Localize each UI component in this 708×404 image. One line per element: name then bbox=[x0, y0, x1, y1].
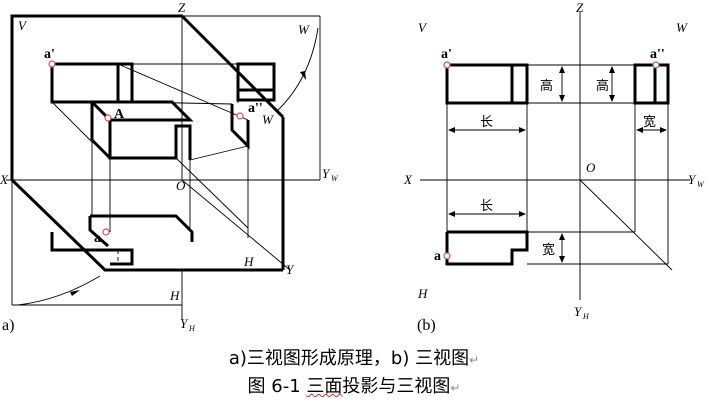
top-view-a bbox=[50, 232, 134, 266]
dim-text-width-1: 宽 bbox=[643, 114, 656, 130]
plane-v-right-edge bbox=[180, 14, 285, 119]
label-a-top-a: a bbox=[94, 231, 101, 246]
return-mark-2: ↵ bbox=[450, 381, 461, 395]
top-view-a-2 bbox=[90, 214, 194, 242]
point-a-cap-a bbox=[104, 114, 112, 122]
point-a-front-b bbox=[443, 61, 451, 69]
label-a-top-b: a bbox=[434, 249, 441, 264]
label-z-a: Z bbox=[178, 0, 186, 15]
label-v-a: V bbox=[18, 18, 28, 33]
object-3d-right bbox=[230, 104, 250, 150]
point-a-side-a bbox=[236, 112, 244, 120]
label-w-top-a: W bbox=[298, 22, 310, 37]
label-h-b: H bbox=[417, 286, 428, 301]
rotation-arc-w bbox=[275, 27, 319, 113]
point-a-front-a bbox=[48, 60, 56, 68]
label-a-cap-a: A bbox=[114, 107, 125, 122]
projector-10 bbox=[175, 157, 249, 229]
diagram-b: 高 高 长 长 宽 宽 Z V W X O H Y W Y H a' a'' a… bbox=[403, 0, 705, 334]
caption-text-2-post: 投影与三视图 bbox=[342, 376, 451, 397]
caption-text-1: a)三视图形成原理，b) 三视图 bbox=[228, 348, 470, 369]
label-w-inner-a: W bbox=[262, 112, 274, 127]
label-h-out-a: H bbox=[169, 288, 180, 303]
label-yw-sub-a: W bbox=[331, 174, 339, 183]
label-yh-sub-a: H bbox=[188, 324, 196, 333]
label-o-b: O bbox=[586, 160, 596, 175]
dim-text-length-1: 长 bbox=[480, 115, 493, 130]
rotation-arrow-w bbox=[300, 71, 306, 80]
side-view-b bbox=[633, 63, 670, 105]
point-a-side-b bbox=[652, 61, 660, 69]
object-3d-front bbox=[108, 120, 192, 160]
dim-text-height-1: 高 bbox=[540, 78, 553, 94]
label-a-front-b: a' bbox=[441, 47, 452, 62]
label-a-side-b: a'' bbox=[650, 47, 665, 62]
label-yw-b: Y bbox=[688, 172, 697, 187]
projector-1 bbox=[51, 101, 93, 143]
dim-arrows bbox=[448, 66, 667, 263]
label-z-b: Z bbox=[576, 0, 584, 15]
top-view-b bbox=[445, 230, 529, 266]
panel-label-b: (b) bbox=[417, 317, 436, 334]
label-x-b: X bbox=[403, 172, 413, 187]
label-y-a: Y bbox=[286, 262, 295, 277]
rotation-arc-h bbox=[17, 275, 101, 306]
point-a-top-a bbox=[102, 228, 110, 236]
dim-text-width-2: 宽 bbox=[542, 242, 555, 258]
label-h-a: H bbox=[243, 254, 254, 269]
projector-8 bbox=[189, 145, 249, 161]
label-x-a: X bbox=[0, 172, 9, 187]
label-yh-a: Y bbox=[180, 316, 189, 331]
caption-line-2: 图 6-1 三面投影与三视图↵ bbox=[0, 372, 708, 398]
rotation-arrow-h bbox=[70, 290, 80, 296]
side-view-a bbox=[236, 62, 276, 102]
point-a-top-b bbox=[443, 252, 451, 260]
object-3d-left-bottom bbox=[90, 138, 112, 160]
projector-3 bbox=[131, 101, 233, 105]
label-a-side-a: a'' bbox=[248, 101, 263, 116]
label-yh-b: Y bbox=[574, 304, 583, 319]
label-o-a: O bbox=[176, 178, 186, 193]
projector-4 bbox=[117, 63, 249, 121]
diagram-a: Z V W W X O H H Y Y W Y H a' a'' A a a) bbox=[0, 0, 339, 334]
diagonal-b bbox=[579, 179, 673, 271]
label-w-b: W bbox=[676, 20, 688, 35]
dim-text-height-2: 高 bbox=[596, 78, 609, 94]
caption-line-1: a)三视图形成原理，b) 三视图↵ bbox=[0, 344, 708, 370]
yh-axis bbox=[181, 179, 291, 271]
top-view-a-3 bbox=[88, 216, 109, 248]
label-yw-sub-b: W bbox=[697, 180, 705, 189]
label-yh-sub-b: H bbox=[582, 312, 590, 321]
front-view-a bbox=[50, 62, 134, 104]
panel-label-a: a) bbox=[2, 317, 14, 334]
label-yw-a: Y bbox=[322, 166, 331, 181]
label-v-b: V bbox=[418, 20, 428, 35]
return-mark-1: ↵ bbox=[469, 353, 480, 367]
caption-text-2-pre: 图 6-1 bbox=[247, 376, 307, 397]
label-a-front-a: a' bbox=[44, 47, 55, 62]
dim-text-length-2: 长 bbox=[480, 199, 493, 214]
caption-text-2-wavy: 三面 bbox=[306, 376, 343, 397]
front-view-b bbox=[445, 63, 529, 105]
